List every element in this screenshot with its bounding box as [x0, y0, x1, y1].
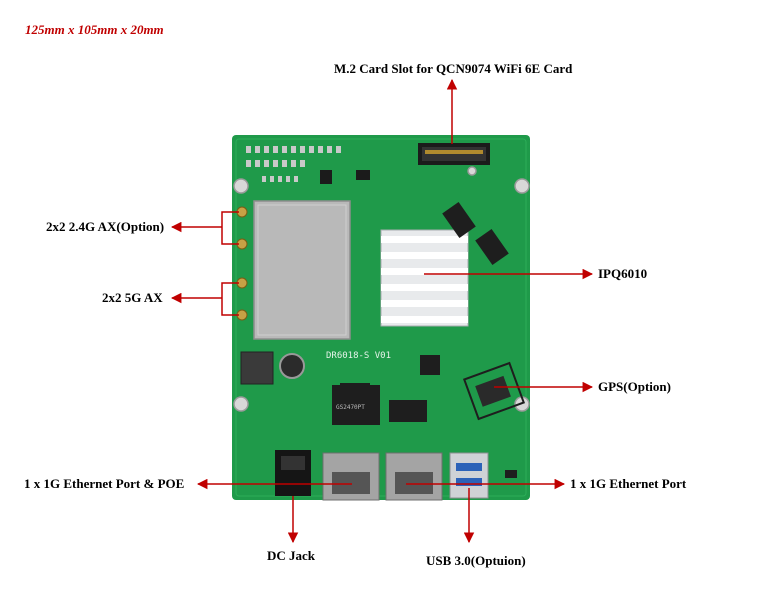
capacitor	[279, 353, 305, 379]
rf-shield	[253, 200, 351, 340]
label-ipq: IPQ6010	[598, 266, 648, 281]
switch-chip	[332, 385, 380, 425]
label-dc-jack: DC Jack	[267, 548, 316, 563]
label-m2-slot: M.2 Card Slot for QCN9074 WiFi 6E Card	[334, 61, 573, 76]
ram-chips	[442, 201, 509, 266]
label-eth-port: 1 x 1G Ethernet Port	[570, 476, 687, 491]
magnetics	[389, 400, 427, 422]
chip-marking: GS2470PT	[336, 404, 365, 411]
label-wifi-24g: 2x2 2.4G AX(Option)	[46, 219, 165, 234]
antenna-connectors	[236, 206, 248, 321]
label-eth-poe: 1 x 1G Ethernet Port & POE	[24, 476, 185, 491]
inductor	[240, 351, 274, 385]
m2-slot	[418, 143, 490, 165]
board-silkscreen: DR6018-S V01	[326, 351, 391, 361]
heatsink	[380, 229, 469, 327]
dimensions-text: 125mm x 105mm x 20mm	[25, 22, 164, 37]
header-pins	[246, 146, 341, 182]
label-wifi-5g: 2x2 5G AX	[102, 290, 163, 305]
callout-arrows	[170, 78, 594, 544]
gps-module	[462, 361, 526, 421]
label-usb: USB 3.0(Optuion)	[426, 553, 526, 568]
label-gps: GPS(Option)	[598, 379, 671, 394]
